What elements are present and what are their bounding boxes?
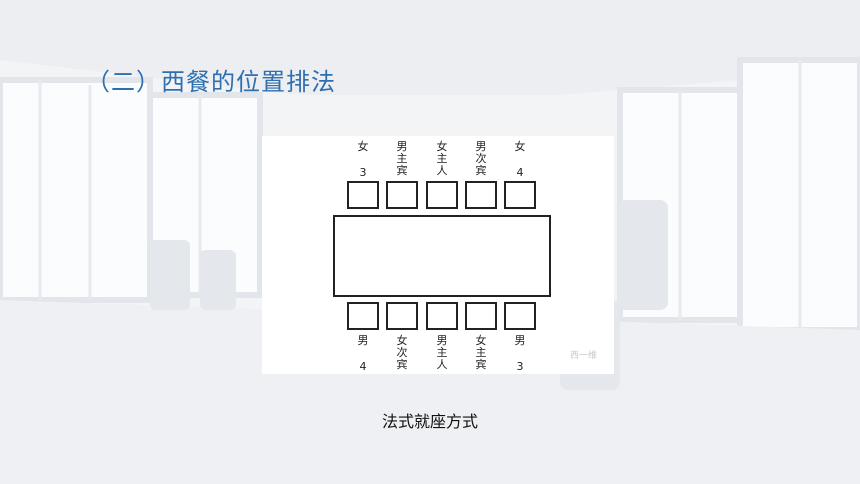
seat-bottom-label: 女 <box>397 333 408 347</box>
seat-top-3 <box>426 181 458 209</box>
seat-bottom-label: 男 <box>437 334 448 347</box>
seat-top-label: 女 <box>515 139 526 153</box>
seat-top-label: 女 <box>358 139 369 153</box>
seat-top-label: 人 <box>437 164 448 177</box>
seat-bottom-label: 女 <box>476 333 487 347</box>
seat-bottom-label: 宾 <box>476 357 487 371</box>
slide-title: （二）西餐的位置排法 <box>86 68 336 96</box>
seat-bottom-label: 次 <box>397 345 408 359</box>
seat-top-1 <box>347 181 379 209</box>
seat-bottom-label: 宾 <box>397 357 408 371</box>
seat-bottom-label: 3 <box>517 360 524 373</box>
seat-bottom-label: 主 <box>476 346 487 359</box>
diagram-caption: 法式就座方式 <box>381 412 478 431</box>
seat-top-label: 4 <box>517 166 524 179</box>
seat-top-label: 宾 <box>476 163 487 177</box>
seat-top-label: 女 <box>437 139 448 153</box>
seat-top-label: 3 <box>360 166 367 179</box>
seat-bottom-label: 人 <box>437 358 448 371</box>
seat-top-5 <box>504 181 536 209</box>
seat-top-label: 男 <box>397 140 408 153</box>
seat-top-4 <box>465 181 497 209</box>
seat-top-label: 主 <box>437 152 448 165</box>
seat-bottom-label: 男 <box>515 334 526 347</box>
seat-top-label: 男 <box>476 140 487 153</box>
seat-bottom-label: 主 <box>437 346 448 359</box>
seat-top-label: 主 <box>397 152 408 165</box>
seat-bottom-2 <box>386 302 418 330</box>
watermark: 西一维 <box>570 349 597 361</box>
seat-bottom-5 <box>504 302 536 330</box>
seat-top-2 <box>386 181 418 209</box>
seat-bottom-3 <box>426 302 458 330</box>
seat-top-label: 宾 <box>397 163 408 177</box>
seat-bottom-label: 男 <box>358 334 369 347</box>
seat-bottom-4 <box>465 302 497 330</box>
seat-top-label: 次 <box>476 151 487 165</box>
dining-table <box>333 215 551 297</box>
seat-bottom-1 <box>347 302 379 330</box>
seat-bottom-label: 4 <box>360 360 367 373</box>
